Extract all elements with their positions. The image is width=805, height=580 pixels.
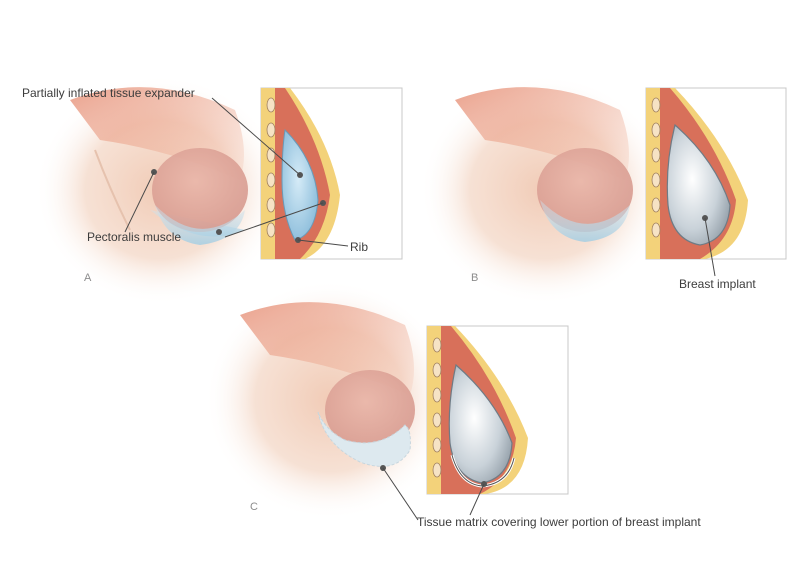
leader-implant [704,217,716,277]
label-pectoralis-muscle: Pectoralis muscle [87,230,182,244]
label-rib: Rib [350,240,369,254]
leader-pectoralis-a [124,171,155,233]
panel-c-section [427,326,528,494]
panel-letter-c: C [250,501,258,513]
label-breast-implant: Breast implant [679,277,756,291]
leader-pectoralis-b [224,202,324,238]
panel-b-section [646,88,748,259]
panel-a-breast [35,75,285,305]
panel-b-breast [420,75,670,305]
panel-letter-b: B [471,272,479,284]
leader-rib [297,239,349,247]
leader-matrix-a [382,467,419,521]
leader-expander [211,97,301,176]
panel-letter-a: A [84,272,92,284]
panel-a-section [261,88,340,259]
label-tissue-expander: Partially inflated tissue expander [22,86,195,100]
leader-lines [124,97,716,521]
label-tissue-matrix: Tissue matrix covering lower portion of … [417,515,701,529]
leader-matrix-b [469,483,485,516]
panel-c-breast [205,280,455,520]
